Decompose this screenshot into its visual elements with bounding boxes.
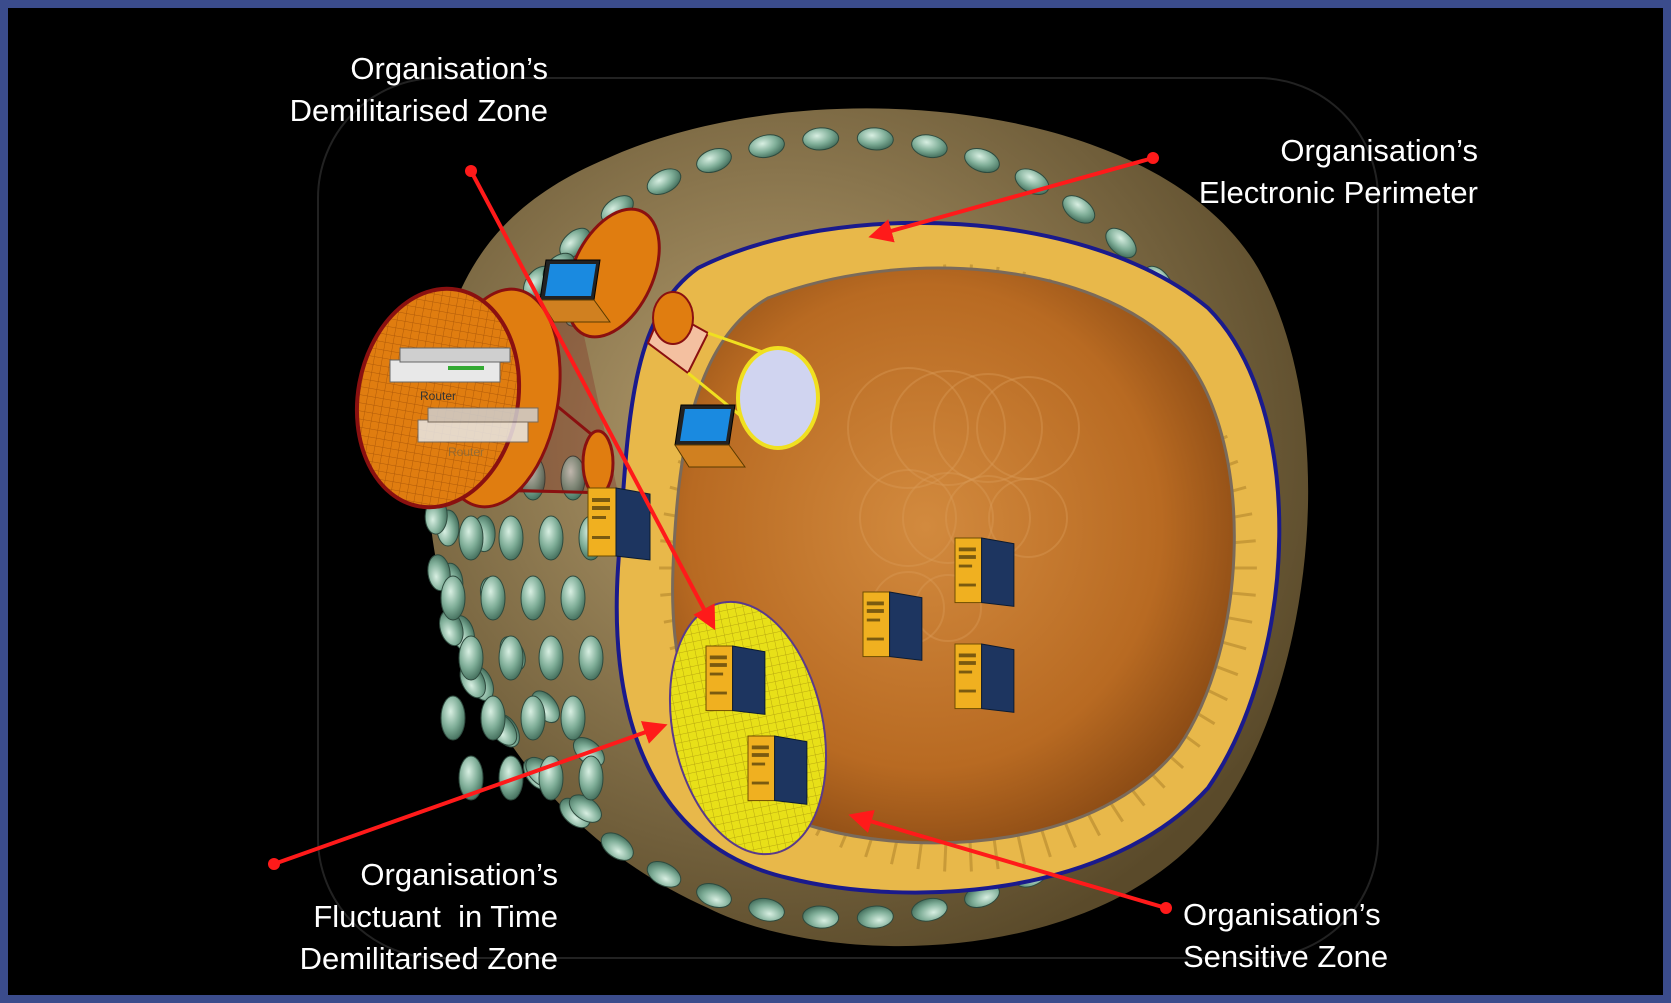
spike <box>561 576 585 620</box>
label-line: Organisation’s <box>198 854 558 896</box>
label-line: Electronic Perimeter <box>1098 172 1478 214</box>
spike <box>521 696 545 740</box>
server-fluctuant-1 <box>706 646 765 714</box>
spike <box>481 696 505 740</box>
label-line: Organisation’s <box>1183 894 1503 936</box>
spike <box>441 576 465 620</box>
label-line: Fluctuant in Time <box>198 896 558 938</box>
server-core-2 <box>863 592 922 660</box>
spike <box>459 636 483 680</box>
spike <box>499 636 523 680</box>
label-line: Sensitive Zone <box>1183 936 1503 978</box>
spike <box>539 516 563 560</box>
server-core-1 <box>955 538 1014 606</box>
server-dmz <box>588 488 650 560</box>
spike <box>441 696 465 740</box>
spike <box>539 636 563 680</box>
label-line: Organisation’s <box>208 48 548 90</box>
label-line: Organisation’s <box>1098 130 1478 172</box>
server-fluctuant-2 <box>748 736 807 804</box>
router-1-label: Router <box>420 389 456 403</box>
spike <box>579 756 603 800</box>
label-line: Demilitarised Zone <box>198 938 558 980</box>
label-line: Demilitarised Zone <box>208 90 548 132</box>
spike <box>561 696 585 740</box>
server-core-3 <box>955 644 1014 712</box>
spike <box>481 576 505 620</box>
label-sensitive-zone: Organisation’s Sensitive Zone <box>1183 894 1503 978</box>
router-2-label: Router <box>448 445 484 459</box>
spike <box>459 516 483 560</box>
membrane-strand <box>970 841 971 872</box>
label-electronic-perimeter: Organisation’s Electronic Perimeter <box>1098 130 1478 214</box>
label-demilitarised-zone: Organisation’s Demilitarised Zone <box>208 48 548 132</box>
spike <box>499 516 523 560</box>
spike <box>521 576 545 620</box>
label-fluctuant-dmz: Organisation’s Fluctuant in Time Demilit… <box>198 854 558 980</box>
spike <box>579 636 603 680</box>
